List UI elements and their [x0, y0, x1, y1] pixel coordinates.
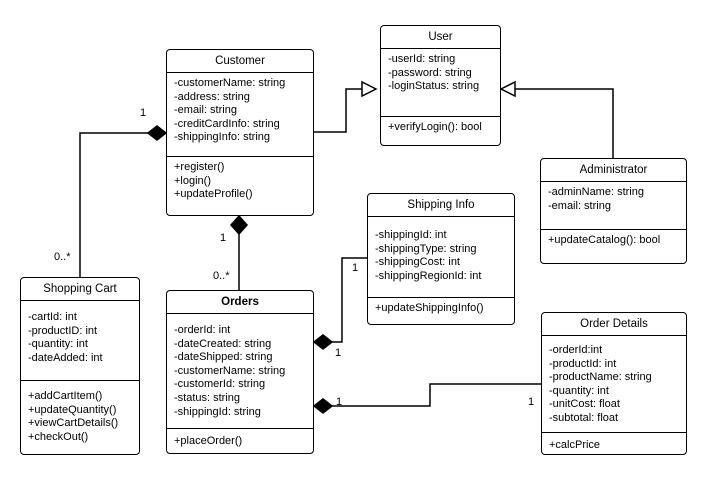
- attribute: -shippingRegionId: int: [375, 269, 482, 282]
- administrator-class-title: Administrator: [541, 159, 686, 182]
- shopping-cart-methods: +addCartItem() +updateQuantity() +viewCa…: [21, 380, 139, 448]
- attribute: -dateShipped: string: [174, 351, 273, 364]
- method: +updateCatalog(): bool: [548, 234, 661, 246]
- attribute: -productName: string: [549, 371, 652, 384]
- attribute: -cartId: int: [28, 311, 77, 323]
- customer-class-title: Customer: [167, 50, 313, 73]
- attribute: -unitCost: float: [549, 398, 620, 411]
- customer-user-generalization-arrowhead: [361, 80, 378, 98]
- attribute: -loginStatus: string: [388, 80, 480, 93]
- shopping-cart-class-box: Shopping Cart -cartId: int -productID: i…: [20, 277, 140, 455]
- attribute: -quantity: int: [549, 384, 609, 397]
- order-details-attributes: -orderId:int -productId: int -productNam…: [542, 336, 686, 432]
- attribute: -shippingInfo: string: [174, 131, 270, 144]
- orders-details-composition-line: [332, 383, 541, 407]
- shopping-cart-class-title: Shopping Cart: [21, 278, 139, 301]
- attribute: -status: string: [174, 391, 241, 404]
- attribute: -shippingId: int: [375, 229, 447, 241]
- customer-class-box: Customer -customerName: string -address:…: [166, 49, 314, 216]
- order-details-class-box: Order Details -orderId:int -productId: i…: [541, 312, 687, 455]
- administrator-class-box: Administrator -adminName: string -email:…: [540, 158, 687, 264]
- customer-orders-composition-diamond: [229, 214, 249, 236]
- attribute: -customerName: string: [174, 77, 286, 89]
- shipping-info-class-title: Shipping Info: [368, 194, 514, 217]
- method: +addCartItem(): [28, 390, 103, 402]
- attribute: -dateCreated: string: [174, 337, 272, 350]
- multiplicity-details-one: 1: [528, 396, 535, 408]
- method: +updateShippingInfo(): [375, 302, 484, 314]
- attribute: -shippingType: string: [375, 242, 477, 255]
- method: +verifyLogin(): bool: [388, 121, 482, 133]
- orders-attributes: -orderId: int -dateCreated: string -date…: [167, 314, 313, 428]
- admin-user-generalization-arrowhead: [499, 80, 516, 98]
- order-details-methods: +calcPrice: [542, 432, 686, 457]
- method: +placeOrder(): [174, 435, 243, 447]
- customer-cart-composition-diamond: [146, 125, 168, 141]
- customer-methods: +register() +login() +updateProfile(): [167, 156, 313, 206]
- attribute: -quantity: int: [28, 338, 88, 351]
- orders-details-composition-diamond: [312, 398, 334, 414]
- customer-cart-composition-line: [79, 132, 148, 277]
- shipping-info-methods: +updateShippingInfo(): [368, 297, 514, 320]
- multiplicity-orders-shipping-one: 1: [335, 347, 342, 359]
- attribute: -subtotal: float: [549, 411, 619, 424]
- method: +checkOut(): [28, 430, 89, 443]
- multiplicity-customer-orders-many: 0..*: [213, 270, 230, 282]
- customer-attributes: -customerName: string -address: string -…: [167, 73, 313, 156]
- attribute: -email: string: [548, 199, 611, 212]
- attribute: -orderId:int: [549, 344, 603, 356]
- multiplicity-customer-cart-one: 1: [140, 107, 147, 119]
- attribute: -customerId: string: [174, 378, 266, 391]
- attribute: -address: string: [174, 90, 250, 103]
- user-attributes: -userId: string -password: string -login…: [381, 49, 500, 116]
- attribute: -password: string: [388, 66, 472, 79]
- administrator-methods: +updateCatalog(): bool: [541, 229, 686, 252]
- attribute: -adminName: string: [548, 186, 644, 198]
- user-class-title: User: [381, 26, 500, 49]
- method: +updateQuantity(): [28, 403, 117, 416]
- attribute: -customerName: string: [174, 364, 286, 377]
- user-class-box: User -userId: string -password: string -…: [380, 25, 501, 146]
- multiplicity-customer-cart-many: 0..*: [54, 251, 71, 263]
- multiplicity-orders-details-one: 1: [336, 396, 343, 408]
- orders-shipping-composition-line: [332, 257, 367, 343]
- user-methods: +verifyLogin(): bool: [381, 116, 500, 139]
- administrator-attributes: -adminName: string -email: string: [541, 182, 686, 229]
- method: +login(): [174, 174, 211, 187]
- orders-class-title: Orders: [167, 291, 313, 314]
- attribute: -shippingCost: int: [375, 256, 460, 269]
- customer-user-generalization-line: [314, 88, 362, 133]
- attribute: -dateAdded: int: [28, 351, 103, 364]
- shipping-info-class-box: Shipping Info -shippingId: int -shipping…: [367, 193, 515, 325]
- order-details-class-title: Order Details: [542, 313, 686, 336]
- method: +register(): [174, 161, 225, 173]
- attribute: -userId: string: [388, 53, 456, 65]
- attribute: -email: string: [174, 104, 237, 117]
- admin-user-generalization-line: [515, 88, 614, 158]
- method: +calcPrice: [549, 439, 601, 451]
- multiplicity-customer-orders-one: 1: [220, 232, 227, 244]
- shopping-cart-attributes: -cartId: int -productID: int -quantity: …: [21, 301, 139, 380]
- orders-methods: +placeOrder(): [167, 428, 313, 453]
- orders-class-box: Orders -orderId: int -dateCreated: strin…: [166, 290, 314, 454]
- multiplicity-shipping-one: 1: [352, 262, 359, 274]
- attribute: -creditCardInfo: string: [174, 117, 280, 130]
- attribute: -productId: int: [549, 357, 617, 370]
- method: +updateProfile(): [174, 188, 253, 201]
- shipping-info-attributes: -shippingId: int -shippingType: string -…: [368, 217, 514, 297]
- attribute: -orderId: int: [174, 324, 231, 336]
- orders-shipping-composition-diamond: [312, 334, 334, 350]
- method: +viewCartDetails(): [28, 417, 119, 430]
- attribute: -shippingId: string: [174, 405, 261, 418]
- attribute: -productID: int: [28, 324, 98, 337]
